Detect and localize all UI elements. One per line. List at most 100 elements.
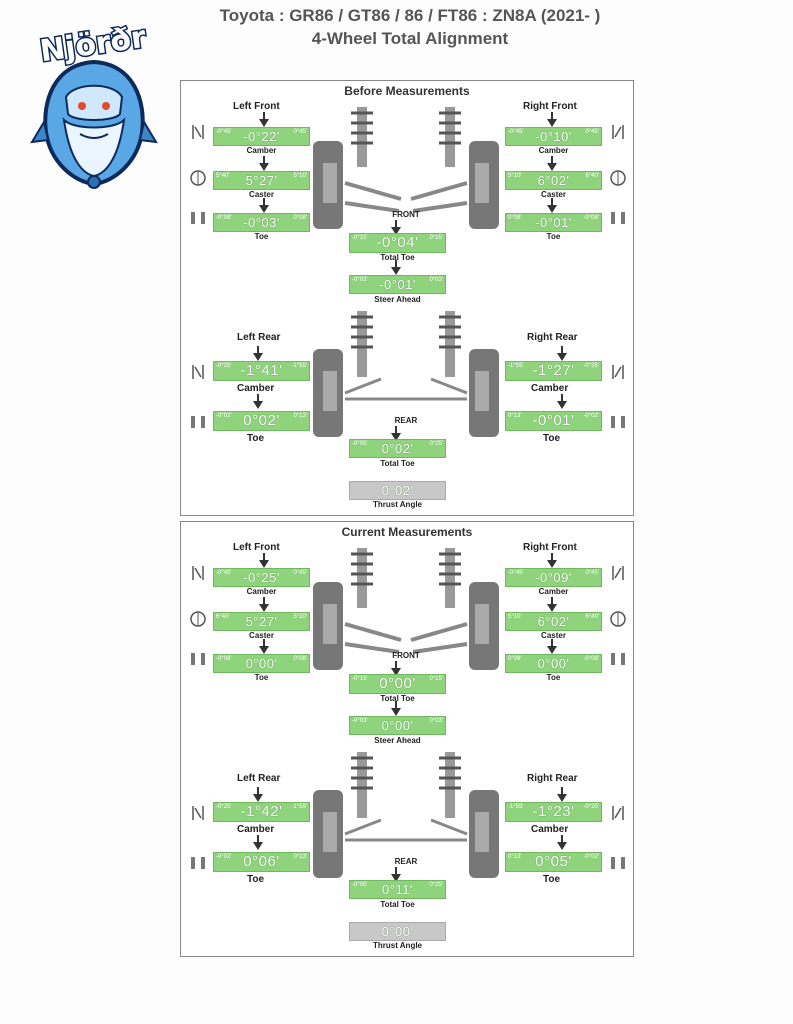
camber-wheel-icon [609, 804, 627, 822]
thrust-angle-label: Thrust Angle [372, 941, 423, 950]
camber-label: Camber [538, 146, 569, 155]
caster-label: Caster [541, 631, 566, 640]
front-total-toe-gauge: -0°15'0°15' -0°04' [349, 233, 446, 253]
steer-ahead-label: Steer Ahead [374, 295, 421, 304]
left-front-caster-gauge: 6°40'5°10' 5°27' [213, 612, 310, 631]
left-rear-label: Left Rear [237, 332, 281, 343]
indicator-arrow [253, 346, 263, 361]
indicator-arrow [253, 835, 263, 850]
gauge-value: 0°02' [243, 412, 280, 429]
gauge-value: 0°00' [381, 718, 414, 733]
indicator-arrow [259, 112, 269, 127]
gauge-value: 0°02' [381, 441, 414, 456]
njordr-logo-icon: Njörðr [30, 22, 158, 189]
gauge-value: 0°05' [535, 853, 572, 870]
gauge-value: 0°00' [381, 924, 414, 939]
right-front-label: Right Front [523, 101, 577, 112]
left-front-camber-gauge: -0°45'0°45' -0°22' [213, 127, 310, 146]
caster-wheel-icon [189, 169, 207, 187]
camber-label: Camber [237, 824, 275, 835]
toe-label: Toe [247, 433, 265, 444]
camber-wheel-icon [609, 363, 627, 381]
toe-wheel-icon [609, 413, 627, 431]
indicator-arrow [259, 198, 269, 213]
camber-wheel-icon [189, 564, 207, 582]
right-rear-camber-gauge: -1°55'-0°25' -1°27' [505, 361, 602, 381]
gauge-value: -0°25' [243, 570, 280, 585]
indicator-arrow [557, 394, 567, 409]
right-front-toe-gauge: 0°08'-0°08' -0°01' [505, 213, 602, 232]
toe-label: Toe [254, 232, 269, 241]
gauge-value: -0°22' [243, 129, 280, 144]
current-measurements-panel: Current Measurements Left Front -0°45'0°… [180, 521, 634, 957]
toe-wheel-icon [189, 854, 207, 872]
indicator-arrow [259, 156, 269, 171]
left-front-toe-gauge: -0°08'0°08' -0°03' [213, 213, 310, 232]
caster-wheel-icon [609, 610, 627, 628]
rear-suspension-illustration [313, 752, 499, 878]
front-label: FRONT [392, 210, 420, 219]
gauge-value: -1°42' [240, 803, 283, 820]
indicator-arrow [391, 701, 401, 716]
rear-label: REAR [394, 416, 418, 425]
gauge-value: 0°00' [537, 656, 570, 671]
total-toe-label: Total Toe [380, 253, 415, 262]
toe-wheel-icon [189, 209, 207, 227]
rear-label: REAR [394, 857, 418, 866]
left-rear-camber-gauge: -0°25'-1°55' -1°41' [213, 361, 310, 381]
toe-label: Toe [254, 673, 269, 682]
right-front-toe-gauge: 0°08'-0°08' 0°00' [505, 654, 602, 673]
indicator-arrow [547, 639, 557, 654]
camber-label: Camber [246, 146, 277, 155]
right-front-caster-gauge: 5°10'6°40' 6°02' [505, 171, 602, 190]
camber-label: Camber [538, 587, 569, 596]
indicator-arrow [547, 156, 557, 171]
gauge-value: -1°41' [240, 362, 283, 379]
gauge-value: -0°04' [376, 234, 419, 251]
left-front-camber-gauge: -0°45'0°45' -0°25' [213, 568, 310, 587]
indicator-arrow [253, 394, 263, 409]
gauge-value: -1°27' [532, 362, 575, 379]
gauge-value: -1°23' [532, 803, 575, 820]
gauge-value: 0°00' [379, 675, 416, 692]
report-subtitle: 4-Wheel Total Alignment [311, 29, 509, 48]
report-title: Toyota : GR86 / GT86 / 86 / FT86 : ZN8A … [219, 6, 601, 25]
caster-label: Caster [541, 190, 566, 199]
gauge-value: 5°27' [245, 173, 278, 188]
indicator-arrow [557, 835, 567, 850]
gauge-value: 5°27' [245, 614, 278, 629]
indicator-arrow [391, 426, 401, 441]
total-toe-label: Total Toe [380, 459, 415, 468]
right-rear-toe-gauge: 0°13'-0°02' 0°05' [505, 852, 602, 872]
right-rear-camber-gauge: -1°55'-0°25' -1°23' [505, 802, 602, 822]
gauge-value: 0°11' [382, 882, 413, 897]
thrust-angle-label: Thrust Angle [372, 500, 423, 509]
right-rear-toe-gauge: 0°13'-0°02' -0°01' [505, 411, 602, 431]
indicator-arrow [391, 867, 401, 882]
steer-ahead-label: Steer Ahead [374, 736, 421, 745]
left-rear-toe-gauge: -0°02'0°13' 0°02' [213, 411, 310, 431]
left-rear-camber-gauge: -0°25'-1°55' -1°42' [213, 802, 310, 822]
camber-wheel-icon [609, 123, 627, 141]
caster-wheel-icon [189, 610, 207, 628]
caster-wheel-icon [609, 169, 627, 187]
gauge-value: 0°06' [243, 853, 280, 870]
indicator-arrow [253, 787, 263, 802]
left-front-caster-gauge: 5°40'5°10' 5°27' [213, 171, 310, 190]
indicator-arrow [547, 597, 557, 612]
gauge-value: -0°01' [535, 215, 572, 230]
left-rear-toe-gauge: -0°02'0°13' 0°06' [213, 852, 310, 872]
thrust-angle-gauge: 0°00' [349, 922, 446, 941]
indicator-arrow [547, 553, 557, 568]
before-measurements-panel: Before Measurements Left Front -0°45'0°4… [180, 80, 634, 516]
indicator-arrow [547, 198, 557, 213]
total-toe-label: Total Toe [380, 694, 415, 703]
caster-label: Caster [249, 190, 274, 199]
toe-label: Toe [543, 874, 561, 885]
gauge-value: 6°02' [537, 173, 570, 188]
rear-total-toe-gauge: -0°05'0°25' 0°02' [349, 439, 446, 458]
toe-wheel-icon [189, 650, 207, 668]
toe-wheel-icon [189, 413, 207, 431]
caster-label: Caster [249, 631, 274, 640]
toe-label: Toe [247, 874, 265, 885]
